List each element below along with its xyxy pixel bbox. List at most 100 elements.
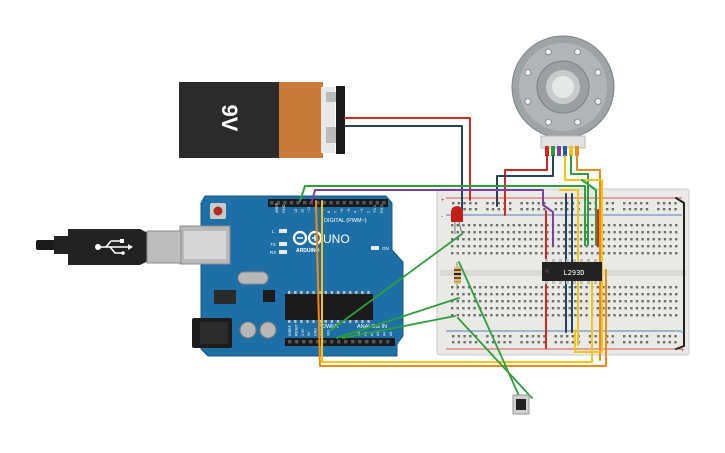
wire-button-green-2[interactable] [457,317,533,399]
breadboard-hole [619,245,622,248]
rail-hole [491,202,495,205]
arduino-model-text: UNO [323,232,350,246]
digital-header[interactable] [268,199,388,207]
motor-screw-hole [544,48,552,56]
wire-d9-orange[interactable] [315,200,607,367]
header-hole[interactable] [329,201,333,205]
header-hole[interactable] [342,201,346,205]
usb-cable[interactable] [36,229,182,265]
rail-hole [457,341,461,344]
rail-hole [566,341,569,344]
push-button[interactable] [512,394,530,415]
breadboard-hole [669,231,672,234]
power-pin-label: IOREF [288,324,292,336]
breadboard-hole [467,286,471,289]
rail-hole [668,335,671,338]
rail-hole [611,335,614,338]
rail-hole [474,341,478,344]
header-hole[interactable] [302,340,306,344]
header-hole[interactable] [270,201,274,205]
breadboard-hole [579,307,583,310]
wire-battery-minus[interactable] [344,125,463,212]
header-hole[interactable] [289,201,294,205]
header-hole[interactable] [386,340,390,344]
breadboard-hole [512,224,515,227]
wire-analog-green-1[interactable] [330,233,463,331]
header-hole[interactable] [355,201,360,205]
header-hole[interactable] [309,201,313,205]
breadboard-hole [602,293,605,296]
breadboard-hole [451,293,454,296]
wire-analog-green-2[interactable] [336,297,460,339]
header-hole[interactable] [288,340,292,344]
motor-screw-hole [524,98,532,106]
wire-d11-purple[interactable] [311,189,554,246]
header-hole[interactable] [382,201,386,205]
wire-rail-link-black[interactable] [675,197,685,350]
header-hole[interactable] [362,201,366,205]
wire-battery-plus[interactable] [344,117,471,201]
header-hole[interactable] [322,201,327,205]
battery-9v[interactable]: 9V [179,82,345,158]
header-hole[interactable] [372,340,376,344]
header-hole[interactable] [283,201,287,205]
breadboard-hole [540,252,543,255]
header-hole[interactable] [337,340,341,344]
breadboard-hole [462,224,465,227]
l293d-body [542,262,602,281]
header-hole[interactable] [344,340,348,344]
header-hole[interactable] [316,340,320,344]
rail-hole [640,202,643,205]
wire-motor-green[interactable] [570,155,589,246]
header-hole[interactable] [330,340,334,344]
header-hole[interactable] [379,340,383,344]
breadboard-hole [512,286,515,289]
rail-hole [657,341,660,344]
wire-bb-green-2[interactable] [581,179,597,246]
resistor-band-2 [454,273,461,275]
wire-d13-green[interactable] [299,185,586,246]
breadboard-hole [518,314,521,317]
rail-hole [554,202,557,205]
header-hole[interactable] [336,201,340,205]
header-hole[interactable] [375,201,379,205]
breadboard-hole [495,300,499,303]
wire-analog-green-3[interactable] [342,315,456,339]
header-hole[interactable] [365,340,369,344]
red-led[interactable] [451,206,463,235]
header-hole[interactable] [369,201,373,205]
header-hole[interactable] [295,340,299,344]
header-hole[interactable] [276,201,280,205]
header-hole[interactable] [309,340,313,344]
push-button-cap[interactable] [516,399,526,410]
l293d-driver[interactable]: L293D [542,259,602,284]
breadboard-hole [546,314,549,317]
battery-copper-section [279,82,323,158]
breadboard-hole [647,245,650,248]
resistor[interactable] [454,262,461,290]
header-hole[interactable] [349,201,353,205]
dc-motor[interactable] [511,35,615,156]
rail-hole [486,202,489,205]
battery-label: 9V [217,105,242,132]
header-hole[interactable] [316,201,320,205]
chip-pin [294,291,297,294]
wire-d10-yellow[interactable] [321,200,593,363]
wire-motor-red[interactable] [504,155,548,216]
breadboard-hole [563,224,566,227]
header-hole[interactable] [323,340,327,344]
breadboard-hole [557,245,560,248]
header-hole[interactable] [358,340,362,344]
wire-enable-yellow[interactable] [559,189,579,346]
reset-button-cap[interactable] [213,206,223,216]
breadboard-hole [462,307,465,310]
rail-hole [463,202,466,205]
header-hole[interactable] [351,340,355,344]
header-hole[interactable] [303,201,307,205]
header-hole[interactable] [296,201,300,205]
breadboard-hole [551,252,555,255]
breadboard-hole [473,224,476,227]
breadboard-hole [479,286,482,289]
